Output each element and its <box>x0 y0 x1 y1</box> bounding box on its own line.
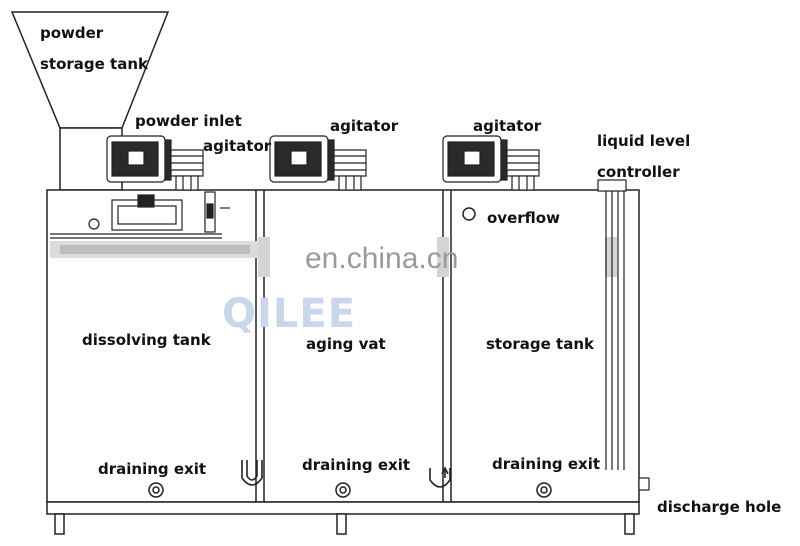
overflow-port <box>462 207 476 221</box>
watermark-brand: QILEE <box>222 291 357 337</box>
label-draining-exit-1: draining exit <box>98 460 207 478</box>
liquid-level-controller <box>597 179 627 470</box>
label-discharge-hole: discharge hole <box>657 498 782 516</box>
label-powder-inlet: powder inlet <box>135 112 242 130</box>
label-liquid-level: liquid level <box>597 132 691 150</box>
inlet-piping <box>50 191 230 239</box>
label-agitator-3: agitator <box>473 117 542 135</box>
label-storage-tank: storage tank <box>486 335 595 353</box>
label-controller: controller <box>597 163 680 181</box>
draining-exit-ports <box>148 482 552 498</box>
label-agitator-1: agitator <box>203 137 272 155</box>
label-dissolving-tank: dissolving tank <box>82 331 211 349</box>
discharge-hole <box>638 477 650 491</box>
label-agitator-2: agitator <box>330 117 399 135</box>
label-powder: powder <box>40 24 104 42</box>
label-aging-vat: aging vat <box>306 335 386 353</box>
agitator-motor-3 <box>442 135 540 191</box>
label-draining-exit-3: draining exit <box>492 455 601 473</box>
u-tube-1 <box>241 460 263 486</box>
blurred-band <box>50 237 617 277</box>
label-storage-tank-hopper: storage tank <box>40 55 149 73</box>
agitator-motor-1 <box>106 135 204 191</box>
watermark-site: en.china.cn <box>305 242 459 275</box>
agitator-motor-2 <box>269 135 367 191</box>
label-overflow: overflow <box>487 209 560 227</box>
u-tube-2 <box>429 466 451 488</box>
base-frame <box>46 501 640 535</box>
label-draining-exit-2: draining exit <box>302 456 411 474</box>
